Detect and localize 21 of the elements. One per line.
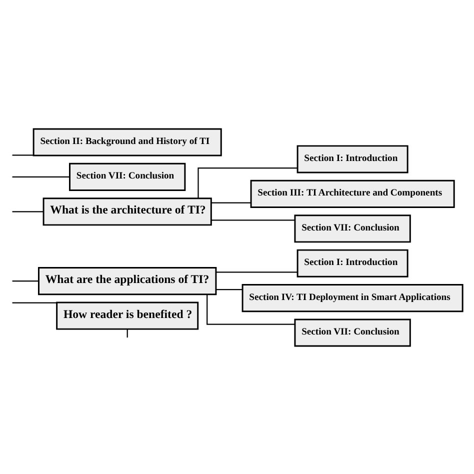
connector <box>12 154 34 156</box>
node-box: Section IV: TI Deployment in Smart Applications <box>242 284 464 312</box>
connector <box>198 167 298 198</box>
node-box: Section VII: Conclusion <box>294 214 411 242</box>
connector <box>206 294 295 324</box>
connector <box>211 219 295 220</box>
node-box: Section III: TI Architecture and Components <box>250 179 455 208</box>
node-box: What are the applications of TI? <box>38 266 217 295</box>
node-box: Section I: Introduction <box>296 144 408 173</box>
node-box: How reader is benefited ? <box>56 301 199 330</box>
connector <box>216 271 298 272</box>
node-box: What is the architecture of TI? <box>42 197 212 226</box>
node-box: Section VII: Conclusion <box>69 162 186 190</box>
node-box: Section II: Background and History of TI <box>32 128 222 156</box>
connector <box>12 302 57 303</box>
connector <box>211 202 251 203</box>
connector <box>216 288 242 290</box>
node-box: Section I: Introduction <box>296 248 408 277</box>
connector <box>12 176 70 177</box>
node-box: Section VII: Conclusion <box>294 318 411 346</box>
connector <box>12 280 39 282</box>
